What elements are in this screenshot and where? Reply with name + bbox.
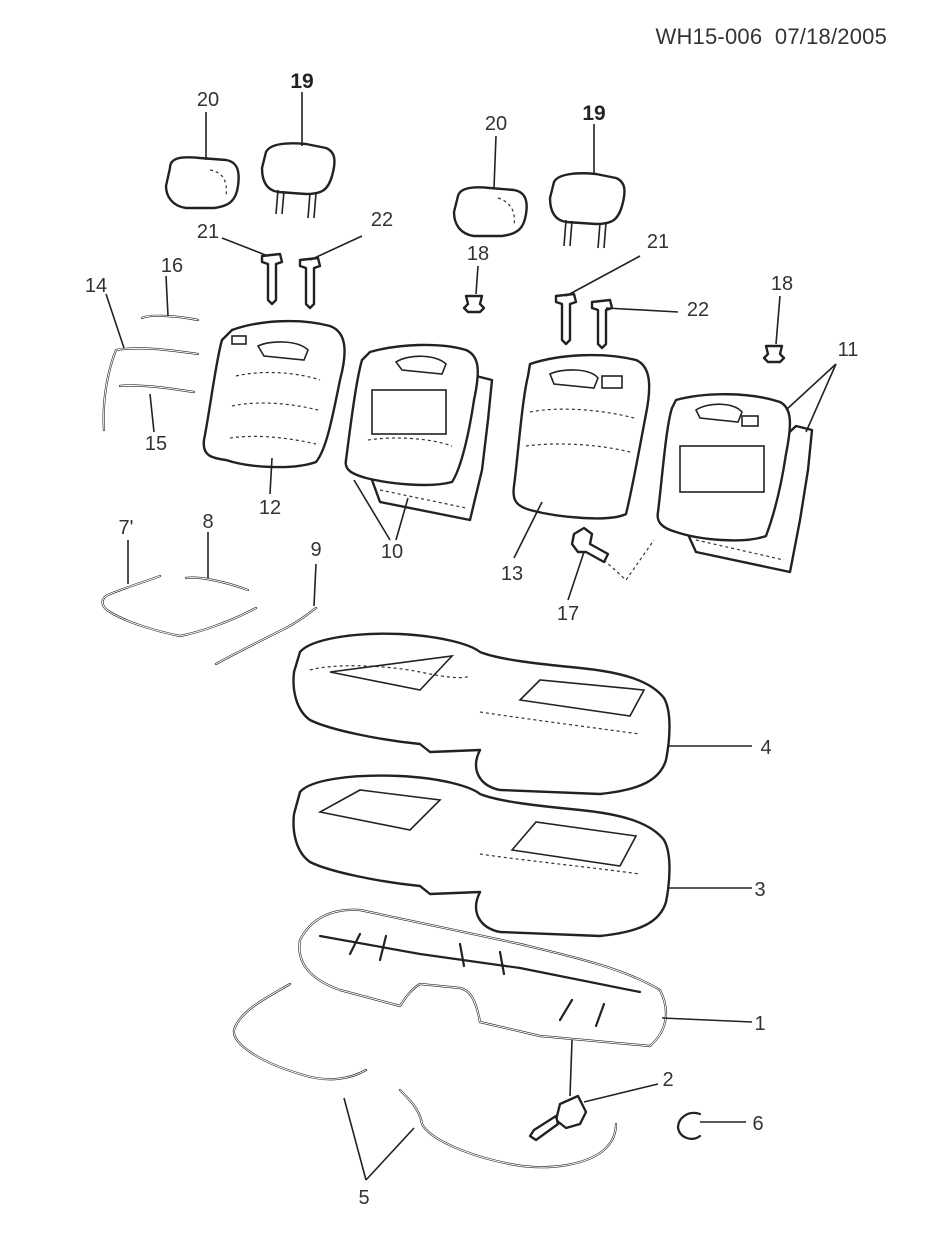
wire-5[interactable]: [232, 982, 618, 1169]
guide-22-left[interactable]: [298, 256, 322, 310]
guide-21-right[interactable]: [554, 292, 578, 346]
bolt-17[interactable]: [570, 526, 655, 581]
callout-11: 11: [838, 339, 859, 361]
cushion-wire-8[interactable]: [184, 576, 250, 592]
callout-19a: 19: [290, 70, 313, 93]
callout-19b: 19: [582, 102, 605, 125]
guide-22-right[interactable]: [590, 298, 614, 350]
document-header: WH15-006 07/18/2005: [656, 24, 888, 50]
callout-labels: 20 19 20 19 21 22 18 21 22 18 16 14 15 1…: [85, 70, 859, 1209]
callout-21b: 21: [647, 231, 669, 253]
clip-6[interactable]: [676, 1111, 702, 1140]
callout-21a: 21: [197, 221, 219, 243]
callout-1: 1: [754, 1013, 765, 1035]
callout-22b: 22: [687, 299, 709, 321]
callout-2: 2: [662, 1069, 673, 1091]
clip-2[interactable]: [528, 1039, 588, 1142]
seatback-wire-14[interactable]: [102, 347, 200, 432]
callout-8: 8: [202, 511, 213, 533]
headrest-20-left[interactable]: [164, 156, 240, 210]
callout-7: 7': [119, 517, 134, 539]
callout-20b: 20: [485, 113, 507, 135]
cushion-wire-7[interactable]: [101, 574, 258, 638]
headrest-19-right[interactable]: [548, 172, 626, 249]
callout-15: 15: [145, 433, 167, 455]
callout-12: 12: [259, 497, 281, 519]
plug-18-left[interactable]: [462, 294, 486, 314]
callout-16: 16: [161, 255, 183, 277]
seatback-cover-12[interactable]: [202, 319, 346, 469]
cushion-cover-4[interactable]: [292, 632, 671, 796]
callout-4: 4: [760, 737, 771, 759]
callout-9: 9: [310, 539, 321, 561]
seatback-wire-16[interactable]: [140, 314, 200, 322]
seat-frame-1[interactable]: [298, 908, 667, 1048]
guide-21-left[interactable]: [260, 252, 284, 306]
callout-5: 5: [358, 1187, 369, 1209]
doc-date: 07/18/2005: [774, 24, 887, 49]
callout-14: 14: [85, 275, 107, 297]
callout-20a: 20: [197, 89, 219, 111]
callout-17: 17: [557, 603, 579, 625]
cushion-pad-3[interactable]: [292, 774, 671, 938]
headrest-19-left[interactable]: [260, 142, 336, 219]
callout-3: 3: [754, 879, 765, 901]
cushion-wire-9[interactable]: [214, 606, 318, 666]
leader-lines: [105, 92, 837, 1181]
callout-22a: 22: [371, 209, 393, 231]
callout-10: 10: [381, 541, 403, 563]
callout-18b: 18: [771, 273, 793, 295]
seatback-frame-10[interactable]: [344, 343, 494, 522]
doc-code: WH15-006: [655, 24, 763, 49]
callout-18a: 18: [467, 243, 489, 265]
callout-6: 6: [752, 1113, 763, 1135]
seatback-wire-15[interactable]: [118, 384, 196, 394]
seatback-frame-11[interactable]: [656, 393, 814, 574]
headrest-20-right[interactable]: [452, 186, 528, 238]
seatback-cover-13[interactable]: [512, 353, 651, 520]
plug-18-right[interactable]: [762, 344, 786, 364]
callout-13: 13: [501, 563, 523, 585]
